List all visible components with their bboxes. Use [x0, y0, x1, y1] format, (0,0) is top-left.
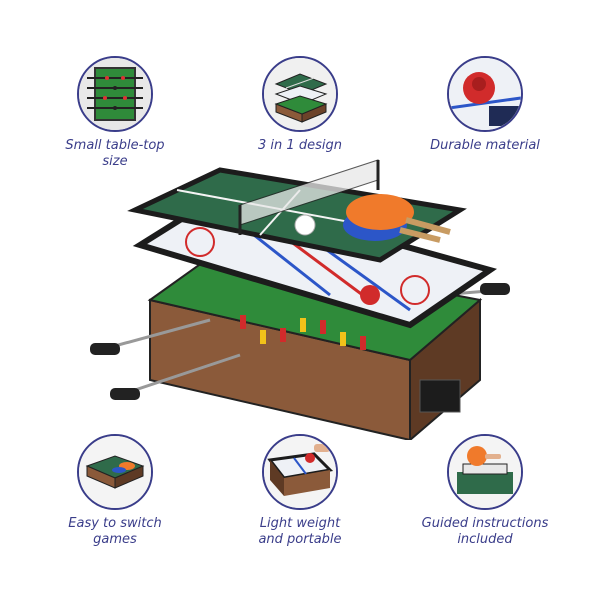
paddle-orange	[346, 194, 414, 230]
feature-image-circle	[447, 434, 523, 510]
feature-image-circle	[262, 434, 338, 510]
feature-small-size: Small table-top size	[30, 56, 200, 170]
rod-handle	[90, 343, 120, 355]
feature-label: Durable material	[430, 138, 540, 153]
feature-image-circle	[262, 56, 338, 132]
air-hockey-puck-icon	[449, 58, 521, 130]
feature-label: 3 in 1 design	[258, 138, 342, 153]
feature-easy-switch: Easy to switch games	[30, 434, 200, 548]
feature-label: Light weight and portable	[258, 516, 342, 547]
feature-image-circle	[77, 56, 153, 132]
paddle-and-net-icon	[449, 436, 521, 508]
3-in-1-game-table-image	[90, 159, 510, 440]
feature-3in1-design: 3 in 1 design	[215, 56, 385, 154]
feature-label: Guided instructions included	[421, 516, 549, 547]
feature-image-circle	[447, 56, 523, 132]
rod-handle	[480, 283, 510, 295]
stacked-tables-icon	[264, 58, 336, 130]
foosball-field	[147, 248, 483, 362]
feature-label: Easy to switch games	[68, 516, 162, 547]
table-tennis-table-icon	[79, 436, 151, 508]
feature-image-circle	[77, 434, 153, 510]
feature-label: Small table-top size	[65, 138, 165, 169]
foosball-top-view-icon	[79, 58, 151, 130]
feature-durable-material: Durable material	[400, 56, 570, 154]
feature-lightweight: Light weight and portable	[215, 434, 385, 548]
ball	[294, 214, 316, 236]
carry-hockey-table-icon	[264, 436, 336, 508]
hockey-pusher	[360, 285, 380, 305]
rod-handle	[110, 388, 140, 400]
feature-instructions: Guided instructions included	[400, 434, 570, 548]
